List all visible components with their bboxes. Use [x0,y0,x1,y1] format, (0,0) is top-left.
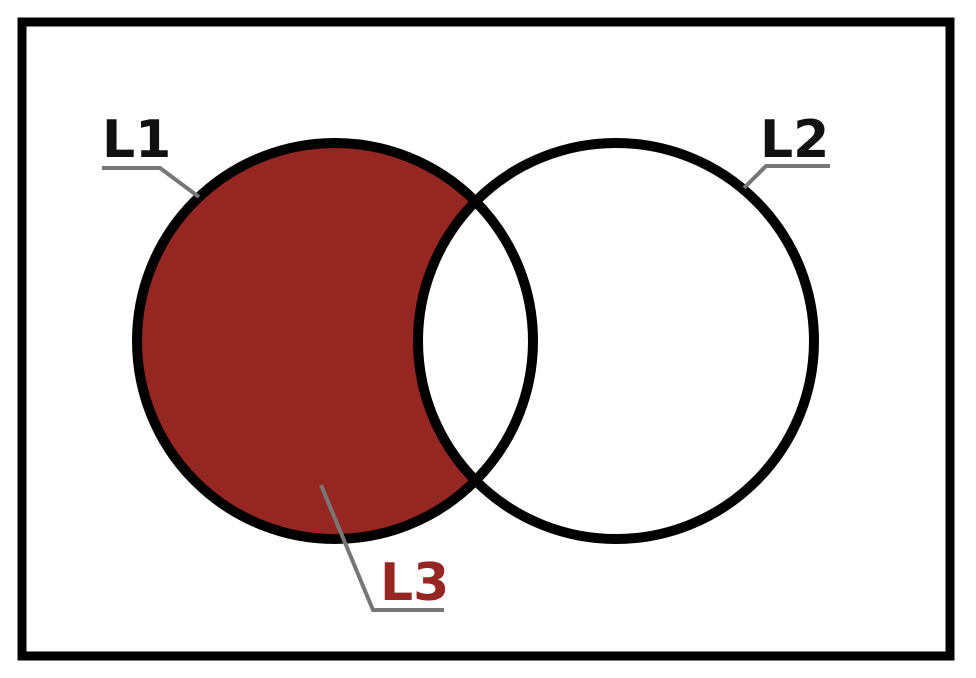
leader-line-l1 [102,166,201,199]
label-l2: L2 [760,110,829,170]
label-l1: L1 [102,110,171,170]
leader-line-l2 [742,164,830,190]
leader-line-l3 [319,484,444,612]
circle-l1 [132,138,538,544]
label-l3: L3 [380,553,449,613]
circle-l2 [413,138,819,544]
diagram-frame [17,17,955,661]
